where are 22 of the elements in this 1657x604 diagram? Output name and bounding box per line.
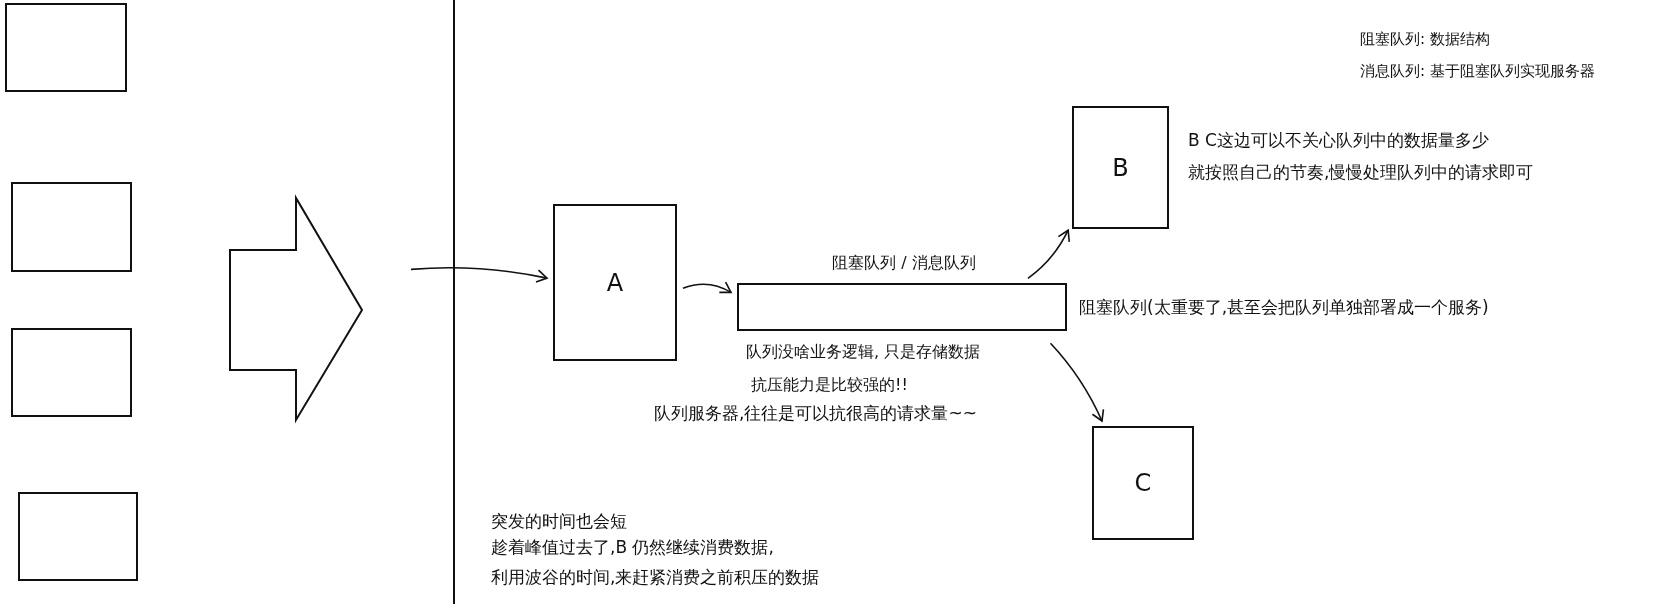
note-text: 趁着峰值过去了,B 仍然继续消费数据, [491,537,774,557]
note-text: 利用波谷的时间,来赶紧消费之前积压的数据 [491,567,820,587]
note-text: 就按照自己的节奏,慢慢处理队列中的请求即可 [1188,162,1534,182]
legend-note: 阻塞队列: 数据结构 [1360,29,1490,49]
note-text: 抗压能力是比较强的!! [751,375,908,395]
process-box: A [553,204,677,361]
note-text: B C这边可以不关心队列中的数据量多少 [1188,130,1489,150]
arrow [1027,229,1070,280]
arrow [1049,342,1105,422]
process-box: C [1092,426,1194,540]
queue-title: 阻塞队列 / 消息队列 [832,253,976,273]
empty-box [18,492,138,581]
legend-note: 消息队列: 基于阻塞队列实现服务器 [1360,61,1595,81]
note-text: 队列服务器,往往是可以抗很高的请求量~~ [654,403,977,423]
note-text: 突发的时间也会短 [491,511,627,531]
empty-box [11,182,132,272]
arrow [682,281,732,294]
side-note: 阻塞队列(太重要了,甚至会把队列单独部署成一个服务) [1079,297,1489,317]
empty-box [5,3,127,92]
process-box: B [1072,106,1169,229]
arrow [410,267,548,283]
empty-box [11,328,132,417]
